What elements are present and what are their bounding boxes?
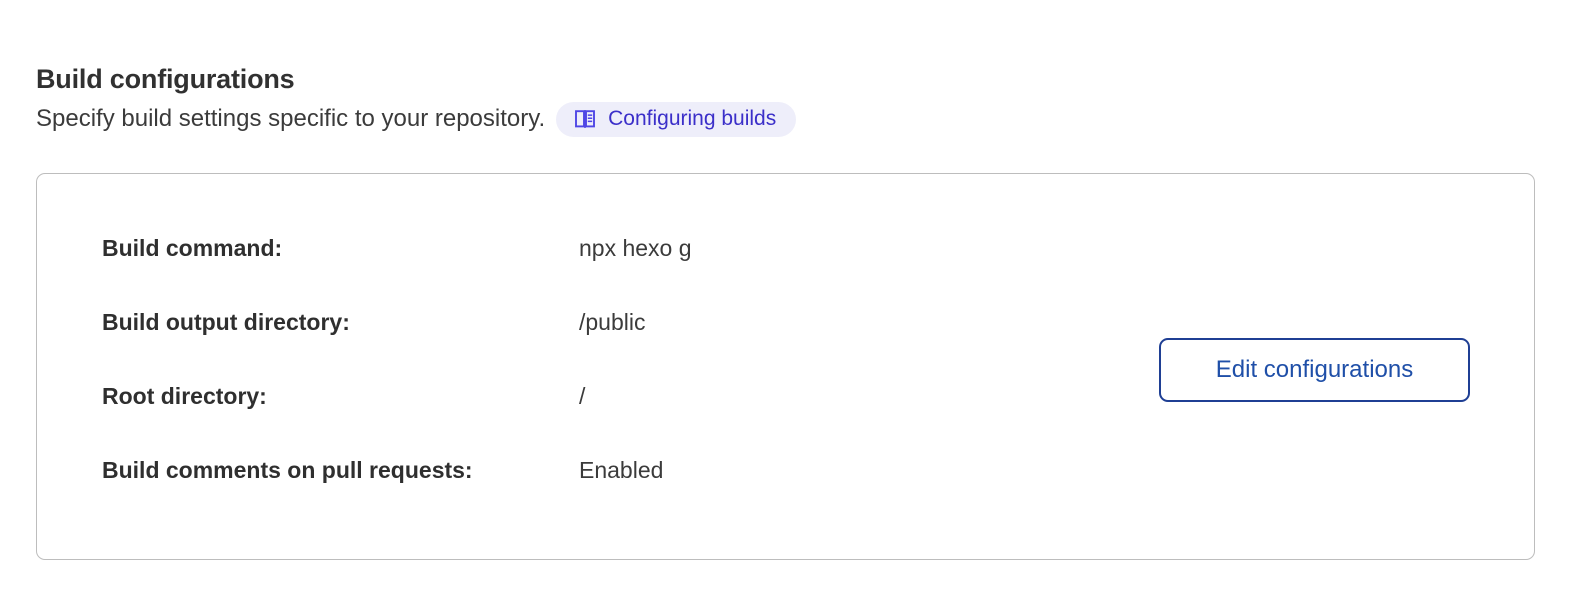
book-open-icon bbox=[574, 108, 596, 130]
subtitle-row: Specify build settings specific to your … bbox=[36, 101, 797, 137]
table-row: Build output directory: /public bbox=[102, 308, 692, 382]
edit-configurations-button[interactable]: Edit configurations bbox=[1159, 338, 1470, 402]
build-comments-on-pull-requests-value: Enabled bbox=[579, 457, 664, 483]
doc-link-label: Configuring builds bbox=[608, 106, 777, 130]
table-row: Build comments on pull requests: Enabled bbox=[102, 456, 692, 530]
configuring-builds-doc-link[interactable]: Configuring builds bbox=[556, 101, 797, 137]
build-output-directory-label: Build output directory: bbox=[102, 309, 350, 335]
table-row: Build command: npx hexo g bbox=[102, 234, 692, 308]
build-configurations-card: Build command: npx hexo g Build output d… bbox=[36, 173, 1535, 560]
build-configurations-list: Build command: npx hexo g Build output d… bbox=[102, 234, 692, 530]
table-row: Root directory: / bbox=[102, 382, 692, 456]
section-description: Specify build settings specific to your … bbox=[36, 105, 546, 132]
root-directory-label: Root directory: bbox=[102, 383, 267, 409]
build-command-value: npx hexo g bbox=[579, 235, 692, 261]
page-title: Build configurations bbox=[36, 64, 295, 95]
root-directory-value: / bbox=[579, 383, 586, 409]
build-comments-on-pull-requests-label: Build comments on pull requests: bbox=[102, 457, 473, 483]
build-output-directory-value: /public bbox=[579, 309, 646, 335]
build-command-label: Build command: bbox=[102, 235, 283, 261]
